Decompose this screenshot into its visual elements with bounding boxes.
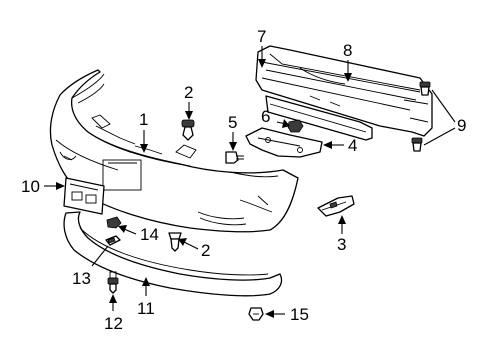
clip-2-upper [181, 119, 195, 141]
callout-15: 15 [290, 305, 309, 324]
callout-3: 3 [337, 235, 346, 254]
retainer-14 [106, 216, 122, 229]
callout-2-upper: 2 [184, 83, 193, 102]
screw-12 [107, 271, 119, 294]
lower-spoiler-11 [63, 211, 283, 297]
callout-10: 10 [21, 177, 40, 196]
bolt-5 [225, 151, 244, 164]
callout-14: 14 [140, 225, 159, 244]
callout-9: 9 [457, 116, 466, 135]
clip-2-lower [168, 232, 182, 252]
callout-13: 13 [72, 269, 91, 288]
clip-15 [248, 307, 264, 321]
license-bracket-10 [63, 177, 105, 215]
lower-bracket-3 [317, 195, 355, 217]
callout-2-lower: 2 [201, 241, 210, 260]
callout-6: 6 [261, 107, 270, 126]
callout-8: 8 [343, 41, 352, 60]
clip-9-upper [419, 81, 431, 96]
callout-labels: 1 2 5 7 8 6 4 9 10 3 14 2 13 11 12 15 [21, 27, 466, 333]
callout-4: 4 [348, 136, 357, 155]
callout-11: 11 [137, 299, 155, 318]
callout-5: 5 [228, 113, 237, 132]
callout-12: 12 [104, 314, 123, 333]
side-bracket-4 [245, 127, 323, 158]
reinforcement-beam [255, 45, 433, 141]
callout-7: 7 [257, 27, 266, 46]
clip-9-lower [411, 137, 423, 152]
leader-lines [44, 46, 456, 318]
nut-6 [287, 119, 304, 133]
retainer-13 [105, 235, 121, 246]
callout-1: 1 [139, 110, 148, 129]
